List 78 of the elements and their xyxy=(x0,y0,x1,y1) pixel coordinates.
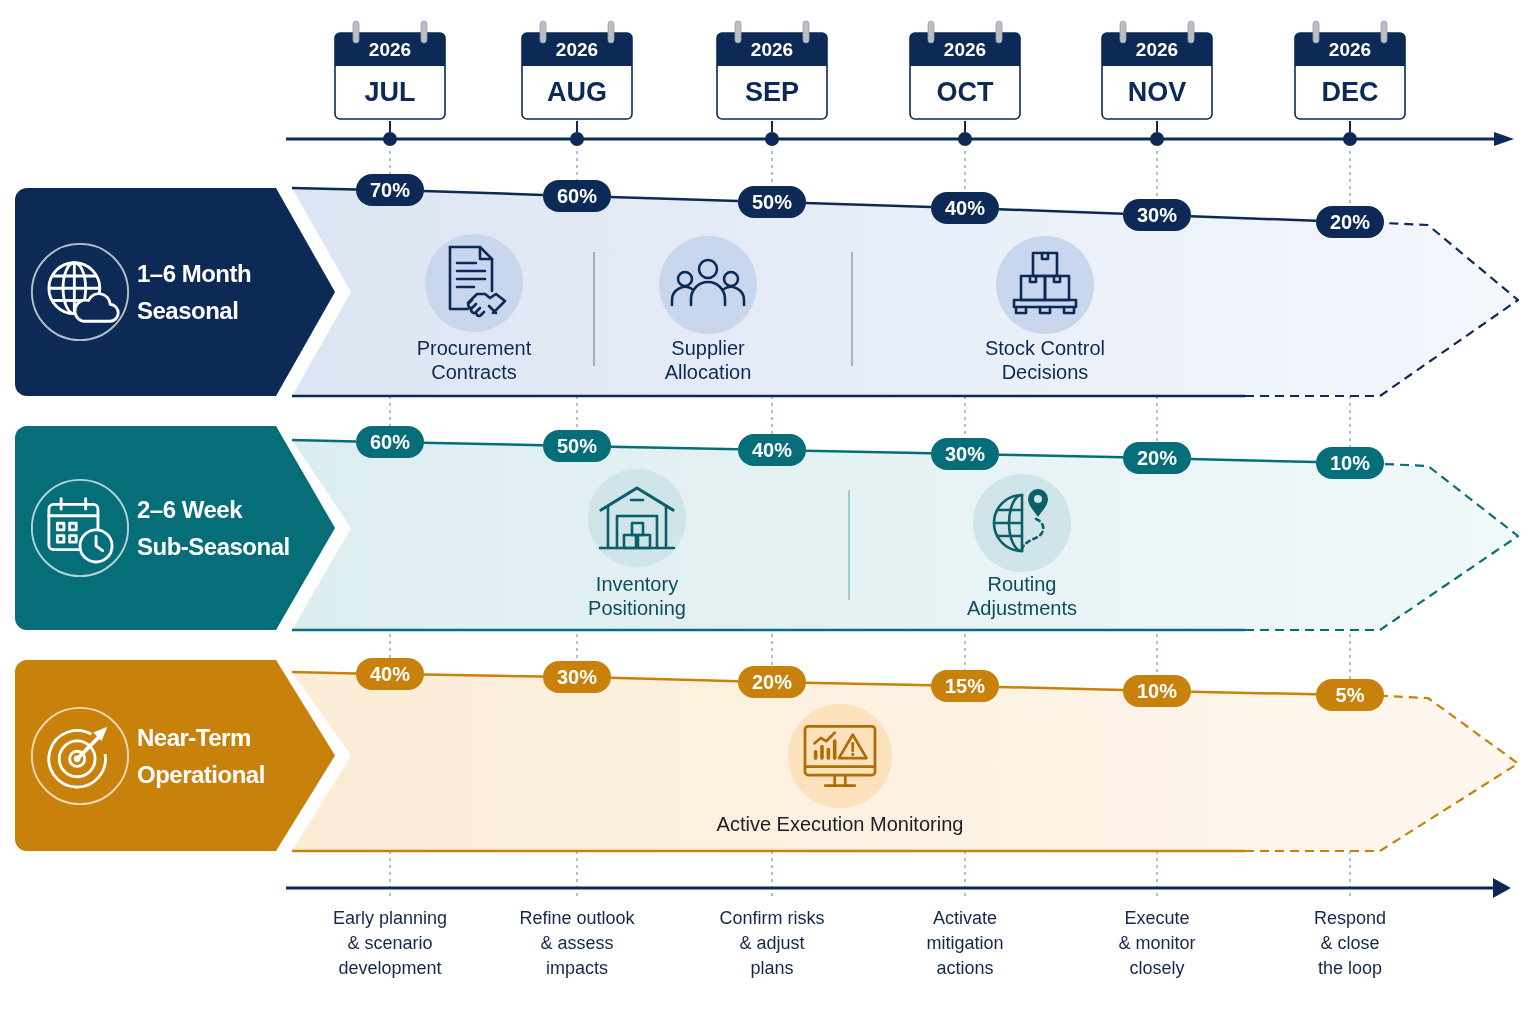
band-header xyxy=(15,660,335,851)
year-label: 2026 xyxy=(1135,38,1179,61)
year-label: 2026 xyxy=(750,38,794,61)
month-label: DEC xyxy=(1320,76,1380,108)
percentage-pill: 15% xyxy=(931,670,999,702)
percentage-pill: 40% xyxy=(931,192,999,224)
year-label: 2026 xyxy=(555,38,599,61)
trend-line xyxy=(610,195,739,203)
calendar-page xyxy=(521,20,633,121)
month-label: NOV xyxy=(1127,76,1187,108)
trend-line xyxy=(998,453,1124,459)
percentage-pill: 30% xyxy=(543,661,611,693)
activity-label: Routing Adjustments xyxy=(966,572,1078,620)
step-description: Execute & monitor closely xyxy=(1117,907,1197,980)
trend-line xyxy=(610,445,739,451)
timeline-band xyxy=(292,174,1522,398)
connector-line xyxy=(771,120,773,133)
percentage-pill: 20% xyxy=(1316,206,1384,238)
step-description: Confirm risks & adjust plans xyxy=(718,907,826,980)
percentage-pill: 50% xyxy=(543,430,611,462)
percentage-pill: 40% xyxy=(738,434,806,466)
year-label: 2026 xyxy=(368,38,412,61)
trend-line xyxy=(805,201,932,209)
trend-line xyxy=(998,208,1124,215)
trend-line xyxy=(423,441,544,447)
trend-line xyxy=(423,189,544,197)
calendar-page xyxy=(1294,20,1406,121)
calendar-page xyxy=(334,20,446,121)
activity-label: Supplier Allocation xyxy=(664,336,752,384)
trend-line xyxy=(805,681,932,687)
percentage-pill: 30% xyxy=(931,438,999,470)
trend-line xyxy=(424,673,544,678)
activity-label: Stock Control Decisions xyxy=(984,336,1106,384)
band-header xyxy=(15,188,335,396)
connector-line xyxy=(964,120,966,133)
band-title: 1–6 Month Seasonal xyxy=(137,259,253,326)
band-title: 2–6 Week Sub-Seasonal xyxy=(137,495,291,562)
percentage-pill: 40% xyxy=(356,658,424,690)
band-title: Near-Term Operational xyxy=(137,722,266,790)
connector-line xyxy=(1349,120,1351,133)
trend-line xyxy=(1190,215,1317,222)
connector-line xyxy=(576,120,578,133)
trend-line xyxy=(805,449,932,455)
percentage-pill: 50% xyxy=(738,186,806,218)
percentage-pill: 20% xyxy=(738,666,806,698)
trend-line xyxy=(610,676,739,683)
calendar-page xyxy=(716,20,828,121)
trend-line xyxy=(1190,690,1317,696)
month-label: JUL xyxy=(363,76,417,108)
step-description: Activate mitigation actions xyxy=(925,907,1005,980)
year-label: 2026 xyxy=(1328,38,1372,61)
activity-label: Active Execution Monitoring xyxy=(716,812,964,836)
calendar-page xyxy=(909,20,1021,121)
trend-line xyxy=(998,685,1124,692)
month-label: AUG xyxy=(546,76,608,108)
step-description: Refine outlook & assess impacts xyxy=(518,907,636,980)
trend-line xyxy=(1190,457,1317,464)
connector-line xyxy=(1156,120,1158,133)
percentage-pill: 10% xyxy=(1316,447,1384,479)
month-label: SEP xyxy=(744,76,800,108)
connector-line xyxy=(389,120,391,133)
percentage-pill: 10% xyxy=(1123,675,1191,707)
month-label: OCT xyxy=(936,76,994,108)
percentage-pill: 30% xyxy=(1123,199,1191,231)
percentage-pill: 60% xyxy=(356,426,424,458)
percentage-pill: 70% xyxy=(356,174,424,206)
activity-label: Inventory Positioning xyxy=(587,572,687,620)
activity-label: Procurement Contracts xyxy=(416,336,532,384)
step-description: Early planning & scenario development xyxy=(332,907,448,980)
timeline-axis xyxy=(284,132,1514,146)
calendar-page xyxy=(1101,20,1213,121)
timeline-band xyxy=(292,426,1522,632)
percentage-pill: 60% xyxy=(543,180,611,212)
percentage-pill: 20% xyxy=(1123,442,1191,474)
step-description: Respond & close the loop xyxy=(1313,907,1387,980)
band-header xyxy=(15,426,335,630)
year-label: 2026 xyxy=(943,38,987,61)
percentage-pill: 5% xyxy=(1316,679,1384,711)
